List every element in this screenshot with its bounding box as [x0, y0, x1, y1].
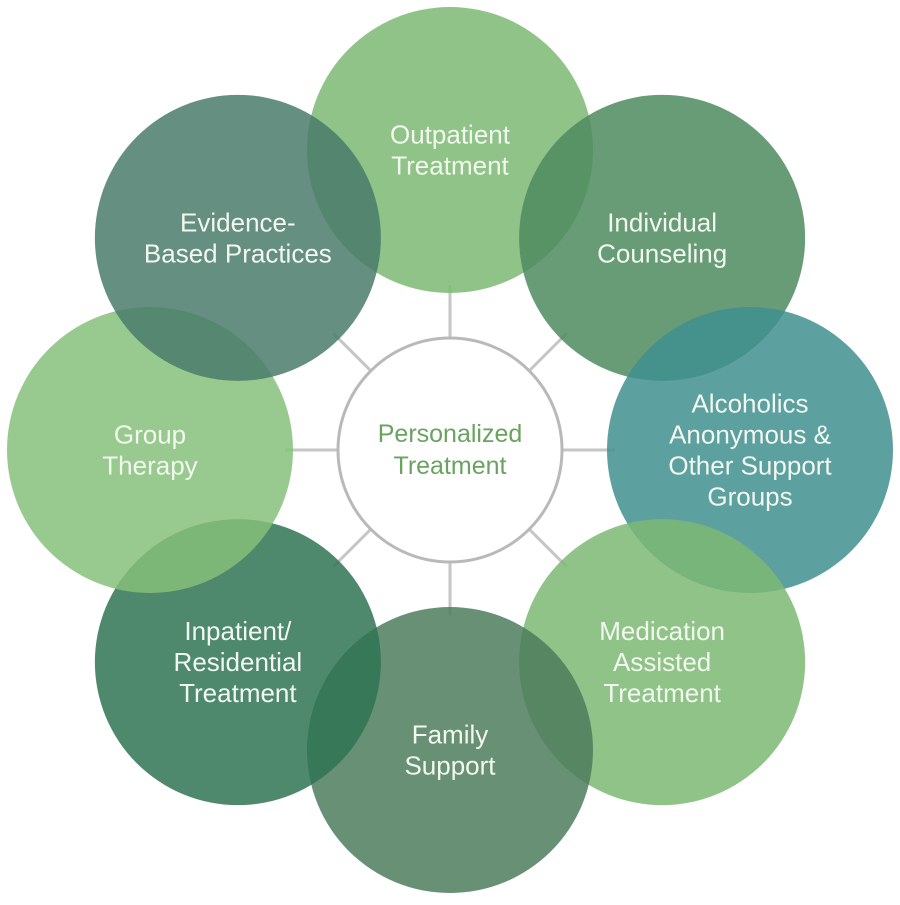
connector-evidence-based: [332, 332, 372, 372]
label-inpatient-residential: Residential: [174, 647, 303, 677]
label-evidence-based: Evidence-: [180, 207, 296, 237]
label-individual-counseling: Counseling: [597, 238, 727, 268]
circle-evidence-based: [94, 94, 381, 381]
label-support-groups: Other Support: [668, 451, 832, 481]
label-family-support: Support: [404, 751, 496, 781]
connector-medication-assisted: [528, 528, 568, 568]
label-evidence-based: Based Practices: [144, 238, 332, 268]
label-inpatient-residential: Treatment: [179, 678, 297, 708]
label-medication-assisted: Assisted: [613, 647, 711, 677]
label-group-therapy: Group: [114, 420, 186, 450]
hub-label: Treatment: [393, 452, 506, 480]
connector-inpatient-residential: [332, 528, 372, 568]
label-family-support: Family: [412, 720, 489, 750]
hub-circle: [336, 336, 564, 564]
node-circles: OutpatientTreatmentIndividualCounselingA…: [7, 7, 893, 893]
label-outpatient-treatment: Treatment: [391, 151, 509, 181]
label-individual-counseling: Individual: [607, 207, 717, 237]
hub-label: Personalized: [378, 420, 523, 448]
label-support-groups: Alcoholics: [691, 389, 808, 419]
connector-lines: [285, 285, 615, 615]
label-inpatient-residential: Inpatient/: [184, 616, 292, 646]
label-medication-assisted: Medication: [599, 616, 725, 646]
connector-individual-counseling: [528, 332, 568, 372]
label-support-groups: Groups: [707, 482, 792, 512]
label-support-groups: Anonymous &: [669, 420, 831, 450]
label-medication-assisted: Treatment: [603, 678, 721, 708]
label-group-therapy: Therapy: [102, 451, 197, 481]
node-evidence-based: Evidence-Based Practices: [94, 94, 381, 381]
label-outpatient-treatment: Outpatient: [390, 120, 511, 150]
